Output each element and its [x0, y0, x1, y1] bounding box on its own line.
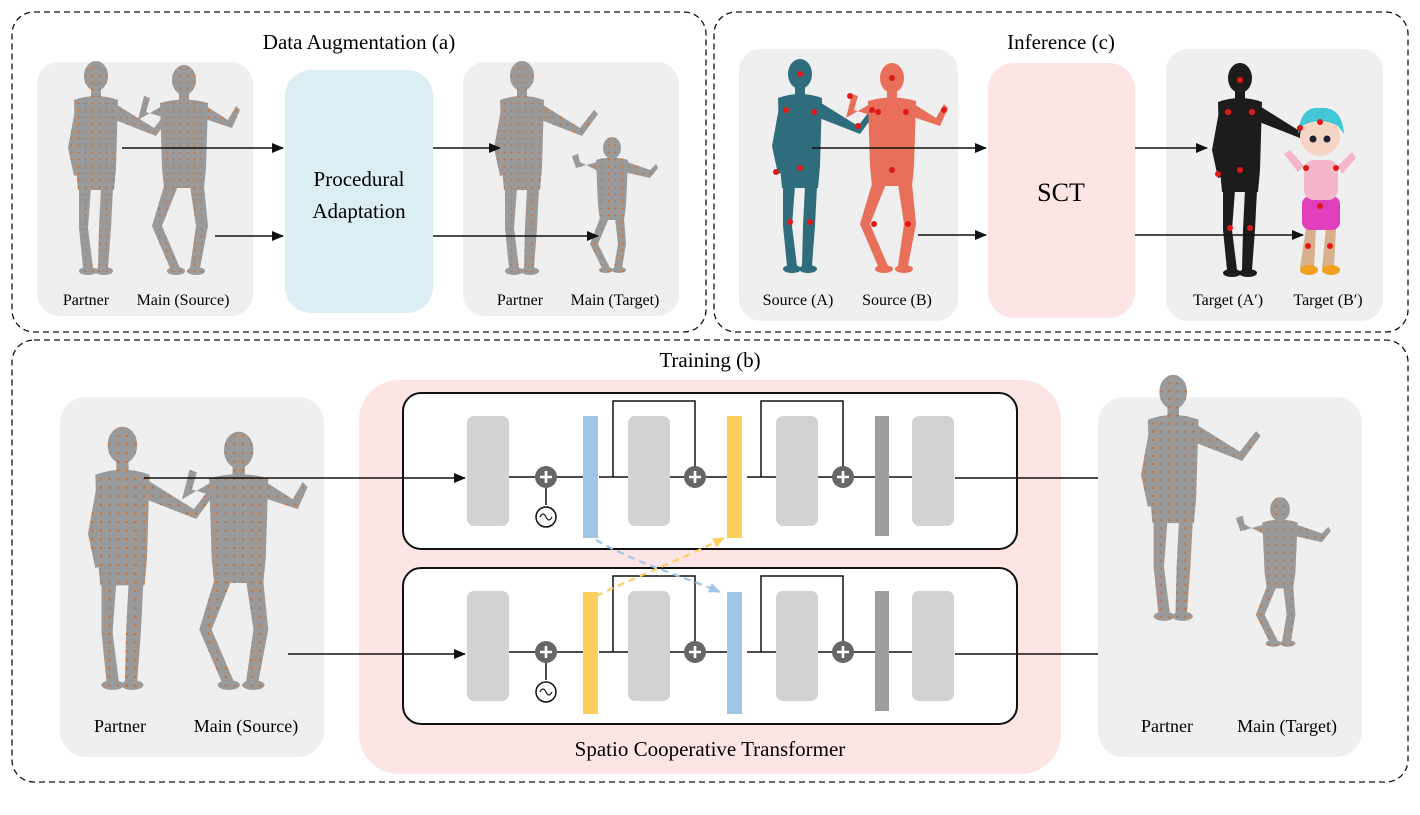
augmentation-input-main-label: Main (Source)	[137, 292, 230, 309]
augmentation-border	[11, 11, 707, 333]
cross-attention-arrow-blue	[595, 539, 721, 594]
cross-attention-arrow-yellow	[595, 537, 725, 597]
training-border	[11, 339, 1409, 783]
augmentation-output-partner-label: Partner	[497, 292, 544, 309]
training-title: Training (b)	[659, 348, 760, 372]
inference-input-panel	[739, 49, 958, 321]
target-a-label: Target (A′)	[1193, 292, 1263, 309]
inference-output-panel	[1166, 49, 1383, 321]
token-bar-bottom-yellow	[583, 592, 598, 714]
training-input-main-label: Main (Source)	[194, 716, 298, 737]
transformer-lane-bottom	[401, 566, 1019, 726]
source-a-label: Source (A)	[763, 292, 834, 309]
token-bar-top-blue	[583, 416, 598, 538]
training-section: Training (b) Partner Main (Source) Spati…	[11, 339, 1409, 783]
augmentation-title: Data Augmentation (a)	[263, 30, 455, 54]
training-output-main-label: Main (Target)	[1237, 716, 1337, 737]
inference-section: Inference (c) Source (A) Source (B) SCT	[713, 11, 1409, 333]
augmentation-output-main-label: Main (Target)	[571, 292, 660, 309]
spatio-cooperative-transformer-label: Spatio Cooperative Transformer	[575, 737, 846, 761]
inference-output-figures	[1212, 63, 1356, 277]
target-joint-markers	[1215, 77, 1339, 249]
source-b-label: Source (B)	[862, 292, 932, 309]
target-b-label: Target (B′)	[1293, 292, 1362, 309]
procedural-adaptation-label-line1: Procedural	[314, 167, 405, 191]
source-joint-markers	[773, 71, 947, 227]
procedural-adaptation-block	[285, 70, 433, 313]
target-b-cartoon-character	[1284, 107, 1356, 275]
training-output-partner-label: Partner	[1141, 716, 1193, 736]
token-bar-top-yellow	[727, 416, 742, 538]
sct-block-label: SCT	[1037, 178, 1085, 207]
augmentation-output-panel	[463, 62, 679, 316]
augmentation-input-partner-label: Partner	[63, 292, 110, 309]
procedural-adaptation-label-line2: Adaptation	[312, 199, 406, 223]
sct-block	[988, 63, 1135, 318]
training-input-partner-label: Partner	[94, 716, 146, 736]
transformer-lane-top	[401, 391, 1019, 551]
augmentation-section: Data Augmentation (a) Partner Main (Sour…	[11, 11, 707, 333]
token-bar-bottom-blue	[727, 592, 742, 714]
inference-input-figures	[772, 59, 948, 273]
inference-border	[713, 11, 1409, 333]
inference-title: Inference (c)	[1007, 30, 1115, 54]
